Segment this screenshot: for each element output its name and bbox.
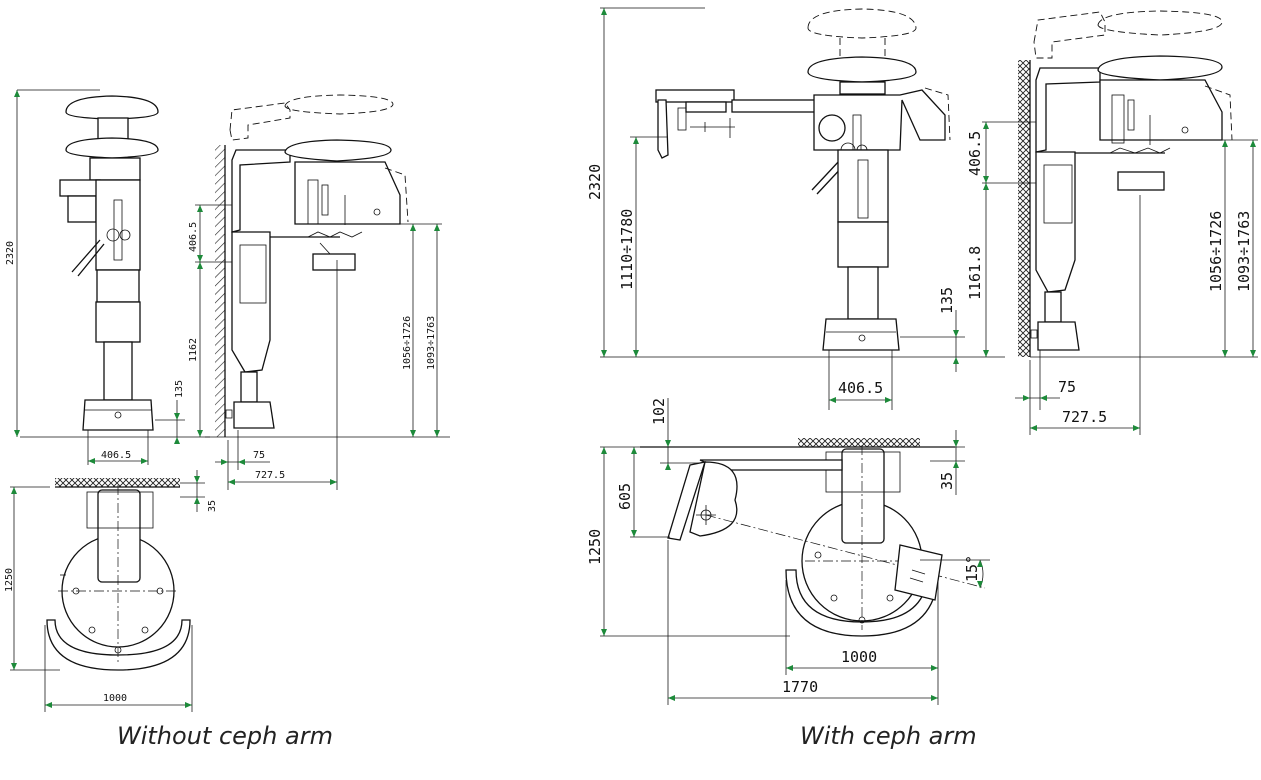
- dim-right-side-column: 1161.8: [966, 246, 984, 300]
- right-upper-column: [837, 149, 889, 223]
- dim-right-plan-angle: 15°: [963, 555, 981, 582]
- right-side-cap: [1097, 55, 1223, 81]
- dim-right-plan-ceph-offset: 102: [650, 398, 668, 425]
- dim-left-side-range-b: 1093÷1763: [426, 316, 437, 370]
- dim-right-side-range-a: 1056÷1726: [1207, 211, 1225, 292]
- right-plan-column: [841, 448, 885, 544]
- dim-right-side-depth: 727.5: [1062, 408, 1107, 426]
- right-base: [822, 318, 900, 351]
- dim-left-front-height: 2320: [5, 241, 16, 265]
- dim-right-side-gap: 75: [1058, 378, 1076, 396]
- right-plan-view: 102 605 35 1250 15° 1000 1770: [586, 398, 990, 705]
- right-tube-cap: [807, 56, 917, 83]
- dim-right-front-height: 2320: [586, 164, 604, 200]
- right-column: [847, 266, 879, 320]
- handle: [71, 239, 105, 277]
- right-lower-housing: [837, 221, 889, 268]
- dim-left-side-range-a: 1056÷1726: [402, 316, 413, 370]
- right-side-view: 406.5 1161.8 1056÷1726 1093÷1763 75 727.…: [966, 10, 1258, 435]
- tube-head-neck: [97, 117, 129, 141]
- right-chin-rest: [1117, 171, 1165, 191]
- side-base: [233, 401, 275, 429]
- left-plan-view: 35 1250 1000: [4, 470, 218, 712]
- column-lower-housing: [95, 301, 141, 343]
- plan-base-arc: [46, 619, 191, 671]
- dim-left-plan-depth: 1250: [4, 568, 15, 592]
- dim-right-side-range-b: 1093÷1763: [1235, 211, 1253, 292]
- plan-wall-hatch: [55, 478, 180, 487]
- dim-right-plan-width: 1000: [841, 648, 877, 666]
- right-side-column: [1035, 151, 1076, 293]
- dim-left-side-column: 1162: [188, 338, 199, 362]
- right-side-base: [1037, 321, 1080, 351]
- dim-left-plan-offset: 35: [207, 500, 218, 512]
- dim-right-front-base: 406.5: [838, 379, 883, 397]
- right-wall-hatch: [1018, 60, 1030, 357]
- right-arm-dashed: [1033, 11, 1106, 59]
- ceph-arm: [731, 99, 823, 113]
- wall-hatch: [215, 145, 225, 437]
- plan-column: [97, 489, 141, 583]
- dim-left-side-depth: 727.5: [255, 470, 285, 481]
- rotating-arm: [65, 137, 159, 159]
- side-head-unit: [294, 161, 401, 225]
- dim-left-front-step: 135: [174, 380, 185, 398]
- ceph-head-top: [655, 89, 735, 103]
- dim-left-side-chin: 406.5: [188, 222, 199, 252]
- base: [82, 399, 154, 431]
- caption-without-ceph: Without ceph arm: [117, 722, 333, 750]
- arm-dashed-raised: [229, 102, 291, 141]
- dim-left-front-base: 406.5: [101, 450, 131, 461]
- right-plan-sensor: [894, 544, 943, 601]
- side-column: [231, 231, 271, 373]
- dim-right-side-chin: 406.5: [966, 131, 984, 176]
- right-plan-wall-hatch: [798, 438, 920, 447]
- side-arm: [231, 149, 291, 233]
- chin-rest: [312, 253, 356, 271]
- dim-right-front-step: 135: [938, 287, 956, 314]
- dim-right-plan-offset: 35: [938, 472, 956, 490]
- right-side-head: [1099, 79, 1223, 141]
- ceph-cassette: [657, 99, 669, 159]
- upper-column: [95, 179, 141, 271]
- dim-left-side-gap: 75: [253, 450, 265, 461]
- tube-head-cap: [65, 95, 159, 120]
- sensor-box: [67, 195, 97, 223]
- right-side-arm: [1035, 67, 1101, 153]
- dim-left-plan-width: 1000: [103, 693, 127, 704]
- caption-with-ceph: With ceph arm: [800, 722, 977, 750]
- dim-right-front-ceph: 1110÷1780: [618, 209, 636, 290]
- right-head-raised-dashed: [807, 8, 917, 39]
- left-side-view: 406.5 1162 1056÷1726 1093÷1763 75 727.5: [188, 94, 450, 490]
- arm-unit: [89, 157, 141, 181]
- right-front-view: 2320 1110÷1780 135 406.5: [586, 7, 1005, 410]
- dim-right-plan-depth: 1250: [586, 529, 604, 565]
- left-front-view: 2320 135 406.5: [5, 89, 210, 465]
- side-tube-cap: [284, 139, 392, 162]
- dim-right-plan-ceph-depth: 605: [616, 483, 634, 510]
- column: [103, 341, 133, 401]
- dim-right-plan-total: 1770: [782, 678, 818, 696]
